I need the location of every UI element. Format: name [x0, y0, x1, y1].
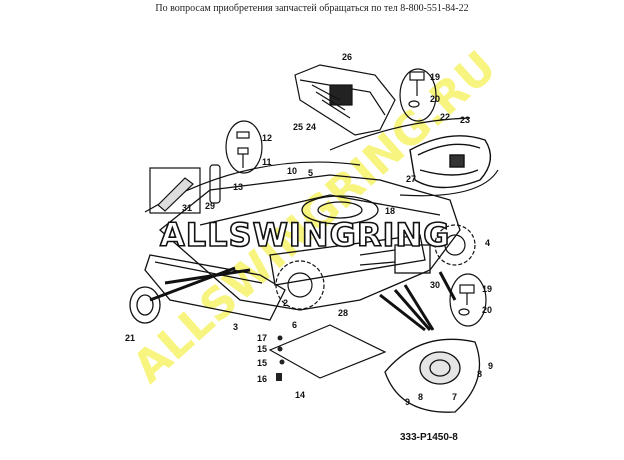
small-fasteners	[276, 335, 285, 381]
dozer-blade	[144, 254, 286, 321]
header-contact-text: По вопросам приобретения запчастей обращ…	[155, 3, 469, 14]
callout-10: 10	[287, 166, 297, 176]
grease-tube-frame	[149, 167, 201, 214]
callout-26: 26	[342, 52, 352, 62]
watermark-overlay: ALLSWINGRING	[160, 216, 450, 254]
callout-15-a: 15	[257, 344, 267, 354]
control-unit-assembly	[294, 64, 396, 136]
callout-9-left: 9	[405, 397, 410, 407]
callout-14: 14	[295, 390, 305, 400]
callout-8-left: 8	[418, 392, 423, 402]
callout-25: 25	[293, 122, 303, 132]
callout-12: 12	[262, 133, 272, 143]
callout-11: 11	[262, 157, 272, 167]
callout-22: 22	[440, 112, 450, 122]
bolt-detail-right	[449, 273, 487, 327]
leader-lines	[149, 266, 457, 332]
callout-29: 29	[205, 201, 215, 211]
callout-6: 6	[292, 320, 297, 330]
bolt-detail-left	[225, 120, 263, 174]
callout-3: 3	[233, 322, 238, 332]
chassis-frame	[158, 174, 461, 311]
drive-sprocket-right	[434, 224, 476, 266]
callout-28: 28	[338, 308, 348, 318]
callout-23: 23	[460, 115, 470, 125]
callout-15-b: 15	[257, 358, 267, 368]
callout-20-right: 20	[482, 305, 492, 315]
callout-27: 27	[406, 174, 416, 184]
callout-24: 24	[306, 122, 316, 132]
bolt-detail-top	[399, 68, 437, 122]
callout-4: 4	[485, 238, 490, 248]
callout-9-right: 9	[488, 361, 493, 371]
callout-16: 16	[257, 374, 267, 384]
callout-labels: 26 19 20 22 23 25 24 12 11 13 10 5 27 18…	[125, 52, 493, 407]
callout-13: 13	[233, 182, 243, 192]
hub-assembly	[384, 338, 481, 413]
callout-8-right: 8	[477, 369, 482, 379]
callout-7: 7	[452, 392, 457, 402]
callout-20-top: 20	[430, 94, 440, 104]
callout-19-top: 19	[430, 72, 440, 82]
track-belt-upper	[409, 135, 492, 189]
callout-17: 17	[257, 333, 267, 343]
callout-30: 30	[430, 280, 440, 290]
callout-5: 5	[308, 168, 313, 178]
drive-sprocket-left	[275, 260, 325, 310]
callout-2: 2	[283, 298, 288, 308]
callout-18: 18	[385, 206, 395, 216]
pin-part	[209, 164, 221, 204]
callout-31: 31	[182, 203, 192, 213]
callout-19-right: 19	[482, 284, 492, 294]
cover-plate	[268, 324, 387, 379]
callout-21: 21	[125, 333, 135, 343]
idler-roller	[129, 286, 161, 324]
diagram-code: 333-P1450-8	[400, 432, 458, 443]
